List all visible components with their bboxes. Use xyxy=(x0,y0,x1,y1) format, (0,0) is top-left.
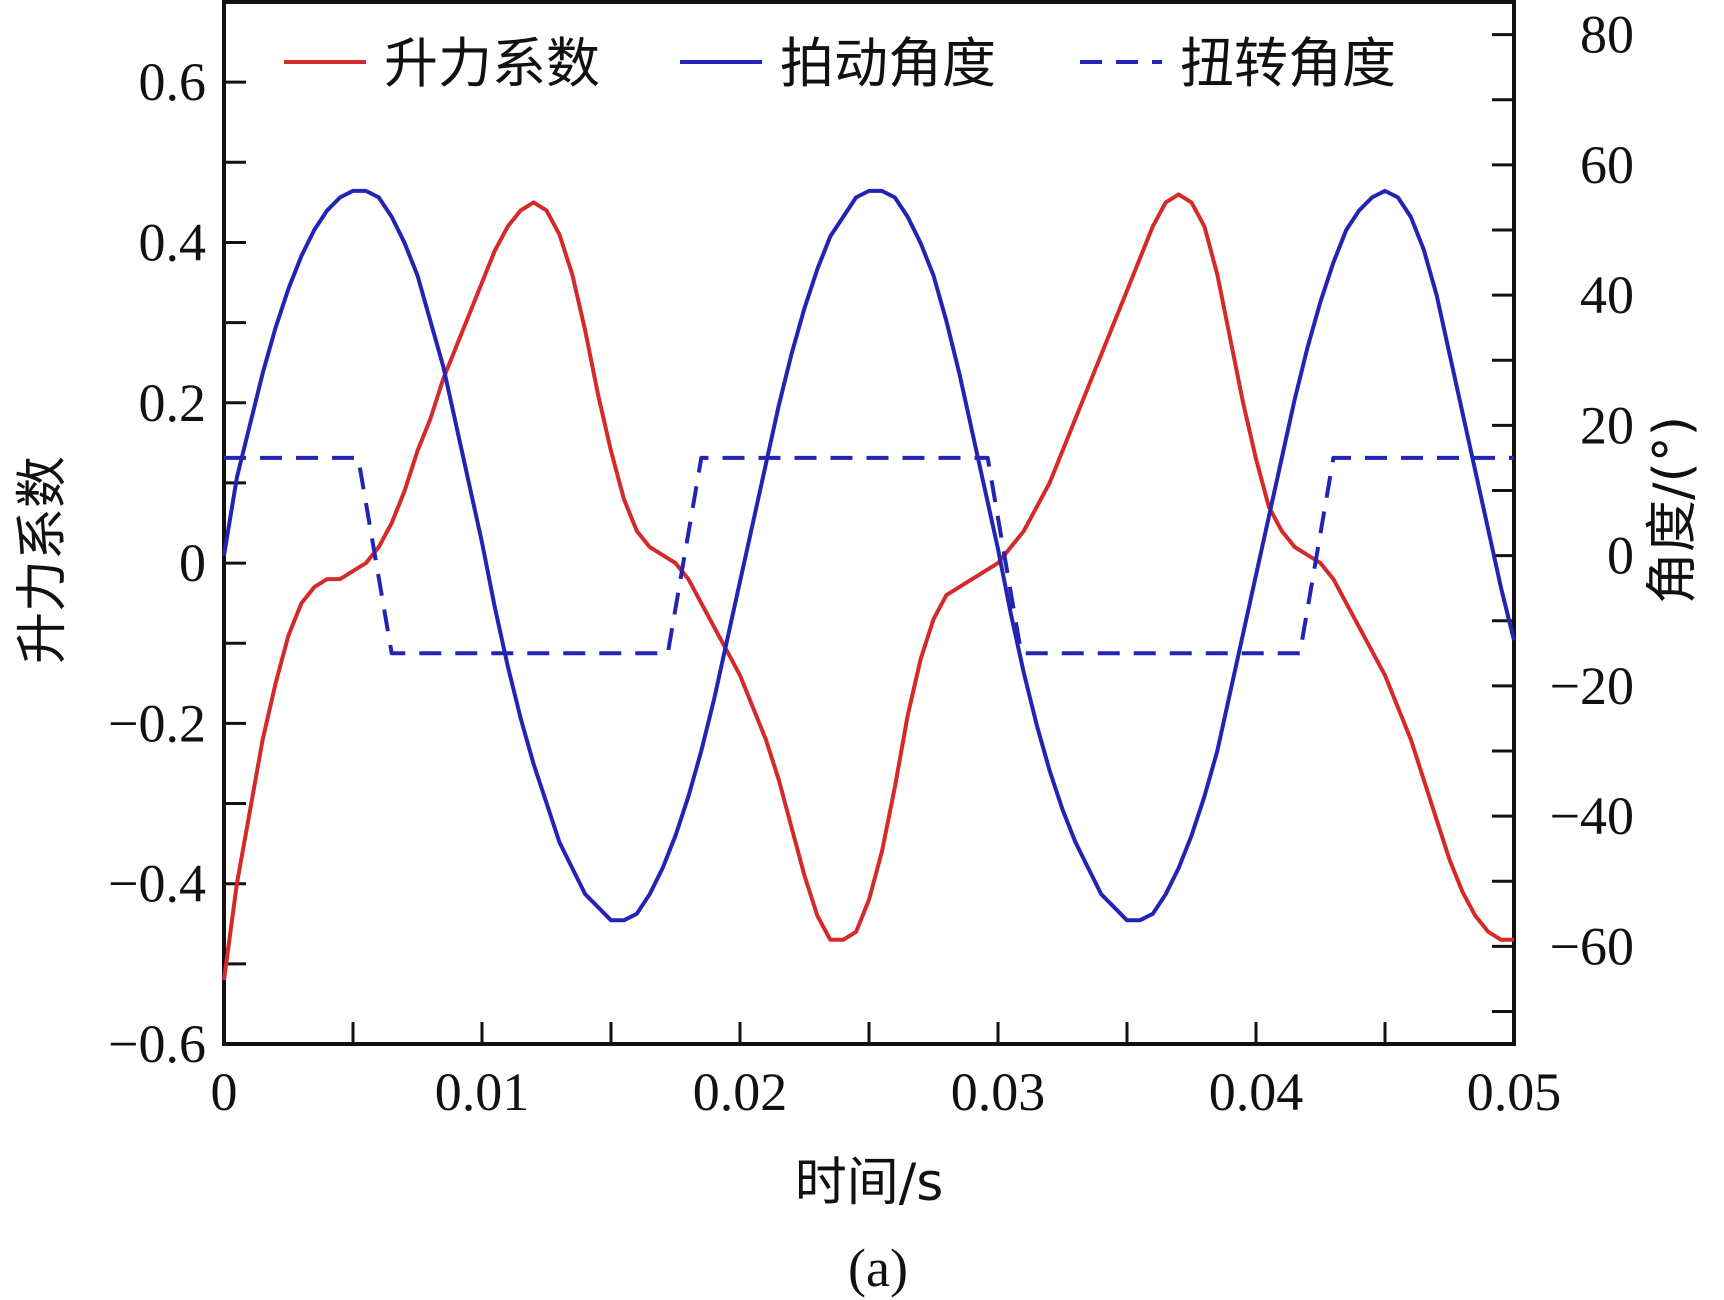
right-tick-label: 40 xyxy=(1580,265,1634,325)
x-tick-label: 0 xyxy=(211,1062,238,1122)
series-line-3 xyxy=(224,455,1514,656)
x-tick-label: 0.02 xyxy=(693,1062,788,1122)
left-tick-label: −0.4 xyxy=(108,854,206,914)
legend-label: 升力系数 xyxy=(384,32,600,95)
right-axis-ticks: −60 −40 −20 0 20 40 60 80 xyxy=(1492,5,1634,1013)
legend-label: 拍动角度 xyxy=(780,32,996,95)
x-tick-label: 0.01 xyxy=(435,1062,530,1122)
right-tick-label: 80 xyxy=(1580,5,1634,65)
x-tick-label: 0.05 xyxy=(1467,1062,1562,1122)
series-layer xyxy=(222,188,1516,981)
legend-label: 扭转角度 xyxy=(1180,32,1396,95)
series-line-2 xyxy=(222,188,1516,923)
left-tick-label: 0.2 xyxy=(139,373,207,433)
x-axis-ticks: 0 0.01 0.02 0.03 0.04 0.05 xyxy=(211,1022,1562,1122)
left-tick-label: 0.6 xyxy=(139,52,207,112)
x-tick-label: 0.03 xyxy=(951,1062,1046,1122)
series-line-1 xyxy=(222,192,1514,981)
right-tick-label: 0 xyxy=(1607,526,1634,586)
figure-caption: (a) xyxy=(848,1238,908,1298)
y-axis-label-right: 角度/(°) xyxy=(1643,416,1703,604)
left-tick-label: −0.2 xyxy=(108,693,206,753)
y-axis-label-left: 升力系数 xyxy=(13,456,73,664)
legend: 升力系数 拍动角度 扭转角度 xyxy=(284,32,1396,95)
x-axis-label: 时间/s xyxy=(795,1153,944,1213)
left-tick-label: 0.4 xyxy=(139,212,207,272)
right-tick-label: 20 xyxy=(1580,395,1634,455)
right-tick-label: 60 xyxy=(1580,135,1634,195)
right-tick-label: −60 xyxy=(1550,916,1634,976)
x-tick-label: 0.04 xyxy=(1209,1062,1304,1122)
left-axis-ticks: −0.6 −0.4 −0.2 0 0.2 0.4 0.6 xyxy=(108,0,246,1074)
left-tick-label: 0 xyxy=(179,533,206,593)
right-tick-label: −20 xyxy=(1550,656,1634,716)
right-tick-label: −40 xyxy=(1550,786,1634,846)
left-tick-label: −0.6 xyxy=(108,1014,206,1074)
